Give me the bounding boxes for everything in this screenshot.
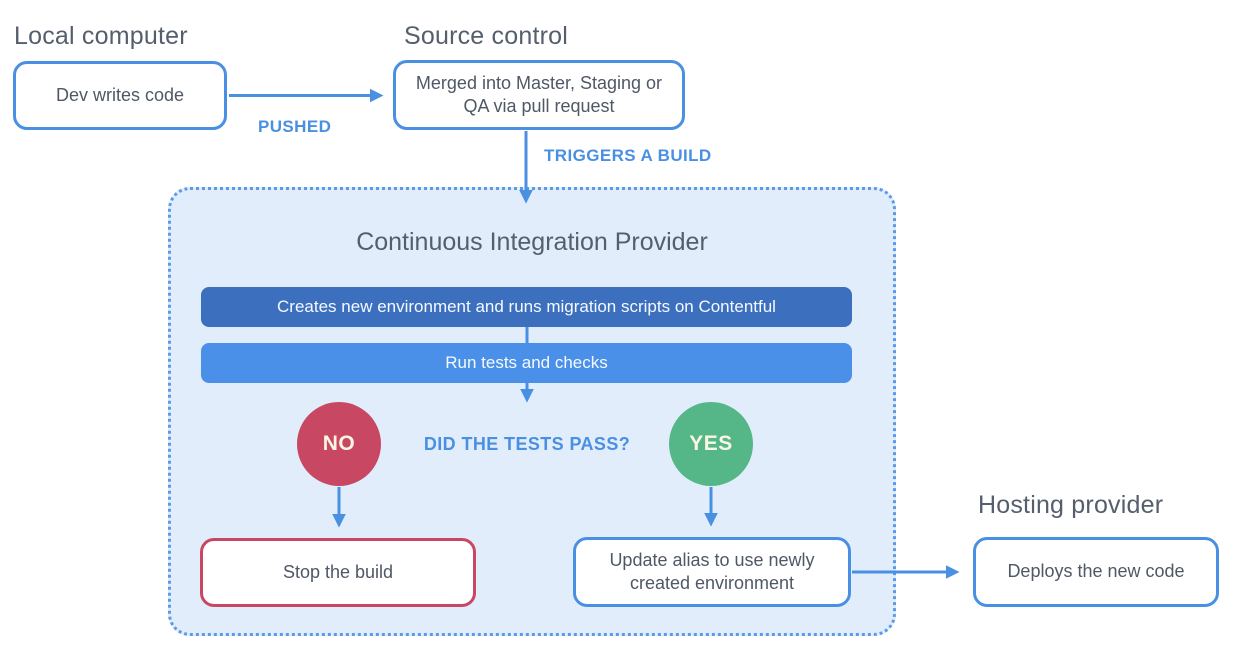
section-title-source-control: Source control (404, 22, 568, 50)
decision-yes-badge: YES (669, 402, 753, 486)
ci-provider-title: Continuous Integration Provider (356, 228, 708, 256)
node-stop-build: Stop the build (200, 538, 476, 607)
section-title-local-computer: Local computer (14, 22, 188, 50)
node-merged-pull-request: Merged into Master, Staging or QA via pu… (393, 60, 685, 130)
edge-label-triggers-build: TRIGGERS A BUILD (544, 146, 712, 165)
edge-label-pushed: PUSHED (258, 117, 332, 136)
section-title-hosting-provider: Hosting provider (978, 491, 1164, 519)
node-deploys-new-code: Deploys the new code (973, 537, 1219, 607)
decision-question: DID THE TESTS PASS? (423, 434, 631, 454)
step-create-environment: Creates new environment and runs migrati… (201, 287, 852, 327)
decision-no-badge: NO (297, 402, 381, 486)
node-update-alias: Update alias to use newly created enviro… (573, 537, 851, 607)
step-run-tests: Run tests and checks (201, 343, 852, 383)
node-dev-writes-code: Dev writes code (13, 61, 227, 130)
